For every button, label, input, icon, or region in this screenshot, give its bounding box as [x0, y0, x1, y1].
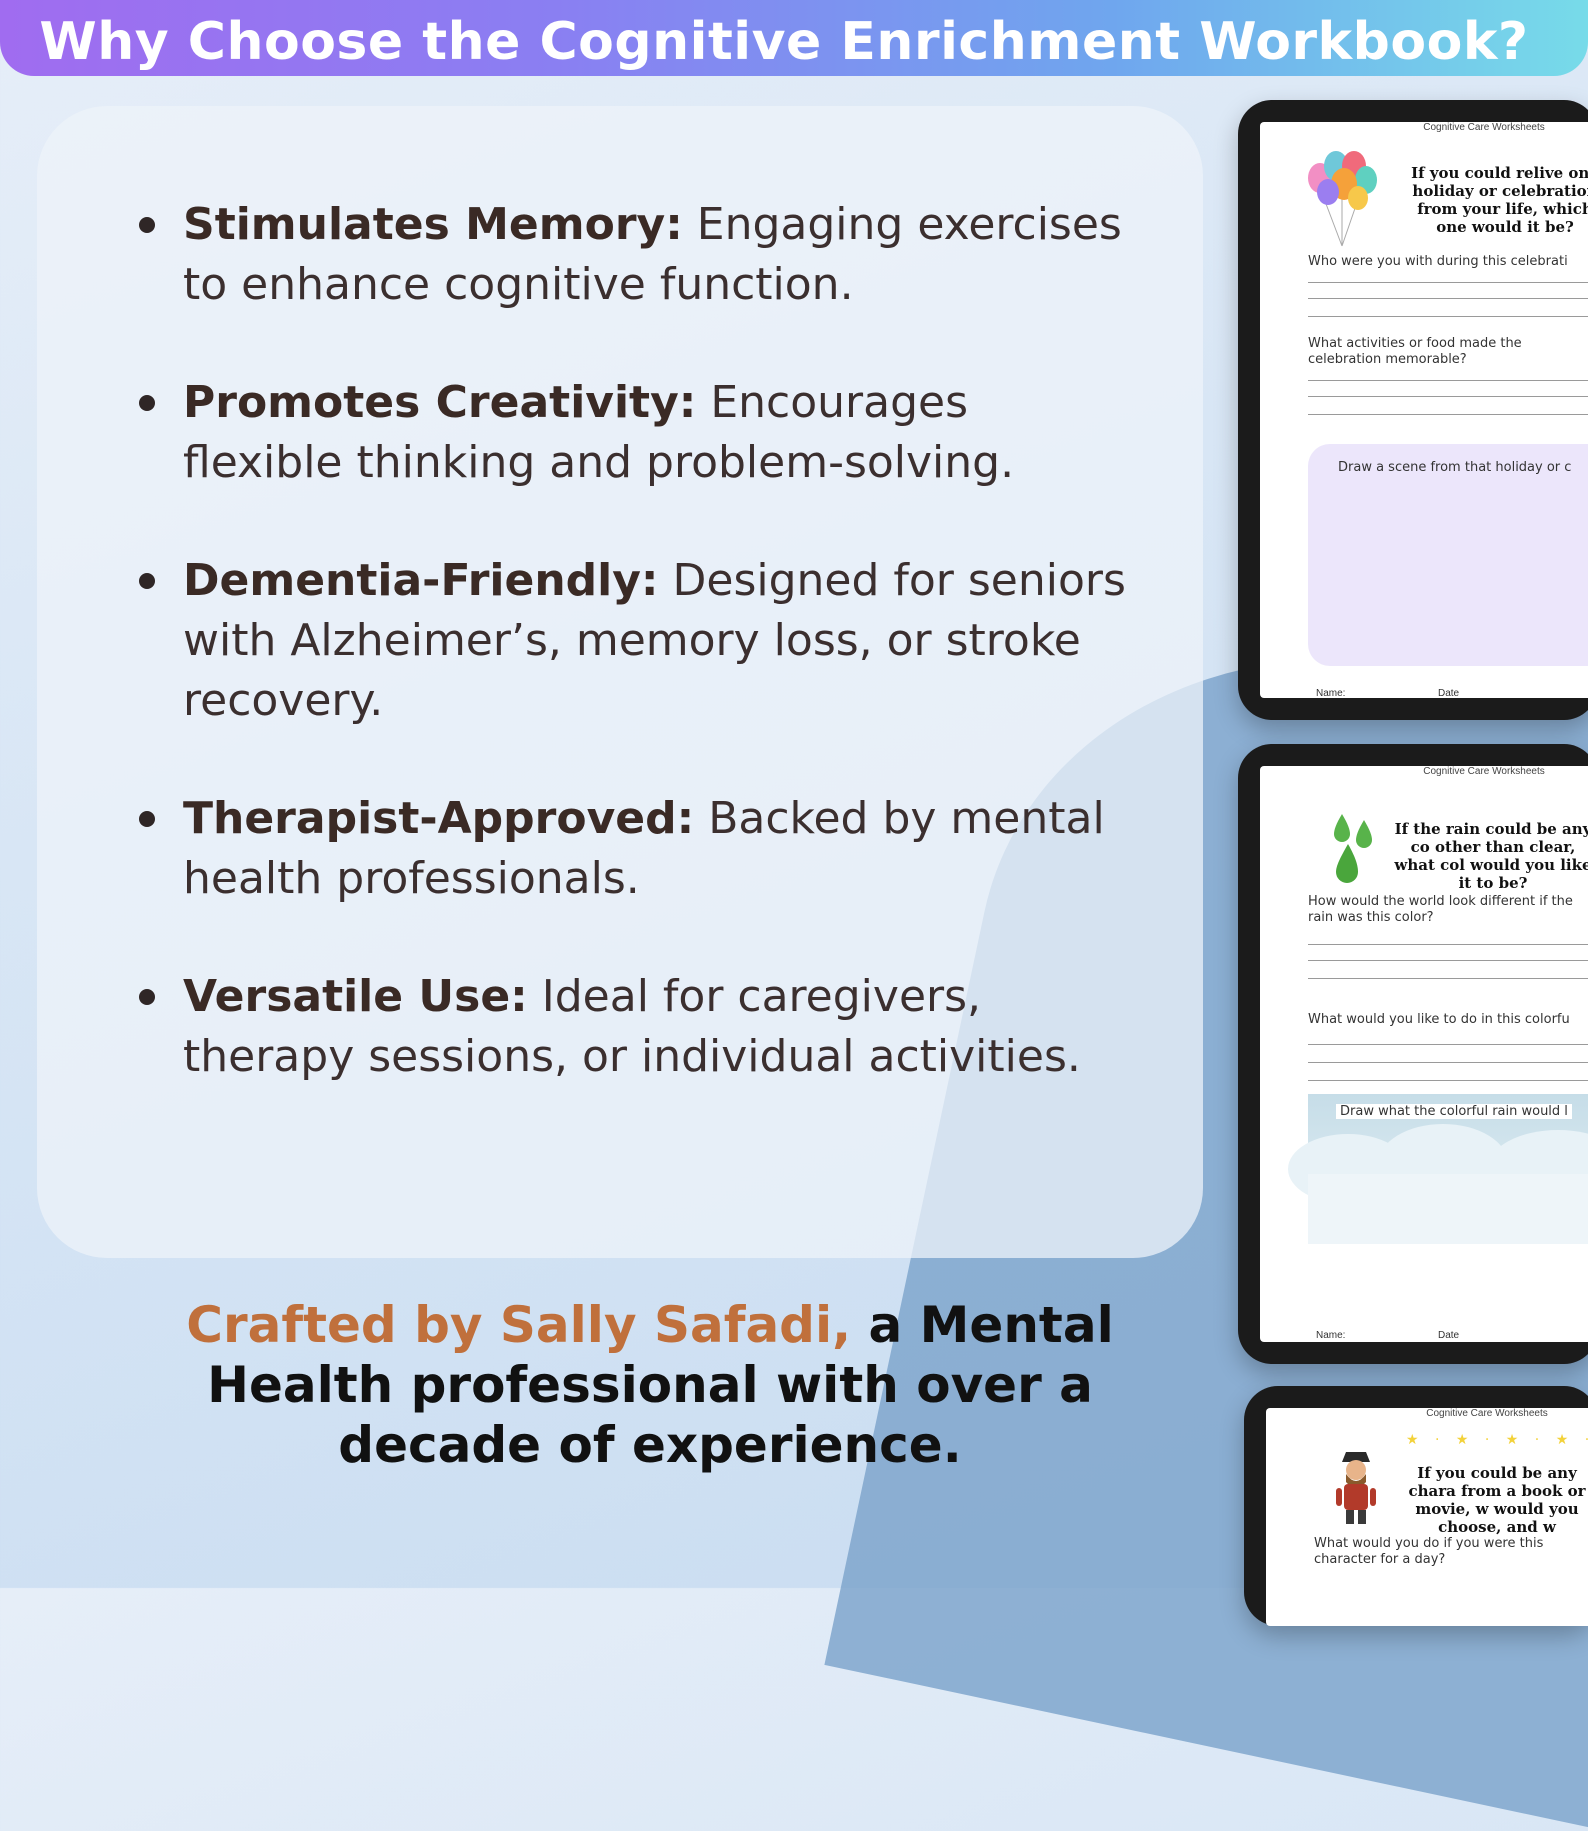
benefit-text: Encourages flexible thinking and problem… [183, 377, 1015, 488]
worksheet-header: Cognitive Care Worksheets [1426, 1408, 1548, 1419]
balloons-icon [1308, 151, 1377, 247]
stars-decoration: ★ · ★ · ★ · ★ · ★ · [1406, 1432, 1588, 1448]
benefit-text: Ideal for caregivers, therapy sessions, … [183, 971, 1081, 1082]
worksheet-question: If you could be any chara from a book or… [1408, 1464, 1586, 1536]
author-description: a Mental Health professional with over a… [207, 1296, 1114, 1474]
worksheet-header: Cognitive Care Worksheets [1423, 122, 1545, 133]
bullet-dot [139, 989, 155, 1005]
worksheet-question: If you could relive one holiday or celeb… [1411, 164, 1588, 236]
bullet-dot [139, 573, 155, 589]
benefit-term: Therapist-Approved: [183, 793, 695, 844]
bullet-dot [139, 395, 155, 411]
answer-line [1308, 316, 1588, 317]
worksheet-prompt: What would you do if you were this chara… [1314, 1536, 1544, 1567]
benefit-text: Engaging exercises to enhance cognitive … [183, 199, 1122, 310]
date-label: Date [1438, 688, 1460, 698]
name-label: Name: [1316, 688, 1346, 698]
answer-line [1308, 960, 1588, 961]
benefit-text: Backed by mental health professionals. [183, 793, 1105, 904]
tablet-preview-3: Cognitive Care Worksheets ★ · ★ · ★ · ★ … [1244, 1386, 1588, 1626]
answer-line [1308, 1044, 1588, 1045]
tablet-preview-1: Cognitive Care Worksheets If you could r… [1238, 100, 1588, 720]
drawing-area [1308, 444, 1588, 666]
worksheet-prompt: Who were you with during this celebrati [1308, 254, 1568, 269]
benefits-card [37, 106, 1203, 1258]
raindrops-icon [1334, 814, 1372, 883]
bullet-dot [139, 811, 155, 827]
benefit-item: Therapist-Approved: Backed by mental hea… [135, 789, 1135, 909]
answer-line [1308, 944, 1588, 945]
drawing-label: Draw what the colorful rain would l [1336, 1104, 1572, 1119]
bullet-dot [139, 217, 155, 233]
benefit-term: Stimulates Memory: [183, 199, 683, 250]
benefit-term: Versatile Use: [183, 971, 528, 1022]
tablet-preview-2: Cognitive Care Worksheets If the rain co… [1238, 744, 1588, 1364]
benefit-item: Dementia-Friendly: Designed for seniors … [135, 551, 1135, 731]
drawing-label: Draw a scene from that holiday or c [1338, 460, 1572, 475]
worksheet-prompt: What would you like to do in this colorf… [1308, 1012, 1570, 1027]
cloud-base [1308, 1174, 1588, 1244]
pirate-character-icon [1336, 1452, 1376, 1524]
benefit-item: Promotes Creativity: Encourages flexible… [135, 373, 1135, 493]
author-name: Crafted by Sally Safadi, [186, 1296, 852, 1354]
worksheet-page: Cognitive Care Worksheets If the rain co… [1260, 766, 1588, 1342]
worksheet-question: If the rain could be any co other than c… [1394, 820, 1588, 892]
benefit-text: Designed for seniors with Alzheimer’s, m… [183, 555, 1126, 726]
worksheet-prompt: What activities or food made the celebra… [1308, 336, 1522, 367]
name-label: Name: [1316, 1330, 1346, 1341]
answer-line [1308, 282, 1588, 283]
drawing-area [1288, 1094, 1588, 1244]
answer-line [1308, 1062, 1588, 1063]
author-credit: Crafted by Sally Safadi, a Mental Health… [150, 1295, 1150, 1475]
answer-line [1308, 1080, 1588, 1081]
answer-line [1308, 380, 1588, 381]
benefit-item: Versatile Use: Ideal for caregivers, the… [135, 967, 1135, 1087]
worksheet-prompt: How would the world look different if th… [1308, 894, 1573, 925]
answer-line [1308, 414, 1588, 415]
answer-line [1308, 298, 1588, 299]
worksheet-page: Cognitive Care Worksheets ★ · ★ · ★ · ★ … [1266, 1408, 1588, 1626]
answer-line [1308, 978, 1588, 979]
benefit-term: Dementia-Friendly: [183, 555, 659, 606]
benefits-list: Stimulates Memory: Engaging exercises to… [135, 195, 1135, 1145]
benefit-term: Promotes Creativity: [183, 377, 697, 428]
date-label: Date [1438, 1330, 1460, 1341]
benefit-item: Stimulates Memory: Engaging exercises to… [135, 195, 1135, 315]
worksheet-header: Cognitive Care Worksheets [1423, 766, 1545, 777]
answer-line [1308, 396, 1588, 397]
header-banner: Why Choose the Cognitive Enrichment Work… [0, 0, 1588, 76]
page-title: Why Choose the Cognitive Enrichment Work… [39, 12, 1529, 72]
worksheet-page: Cognitive Care Worksheets If you could r… [1260, 122, 1588, 698]
